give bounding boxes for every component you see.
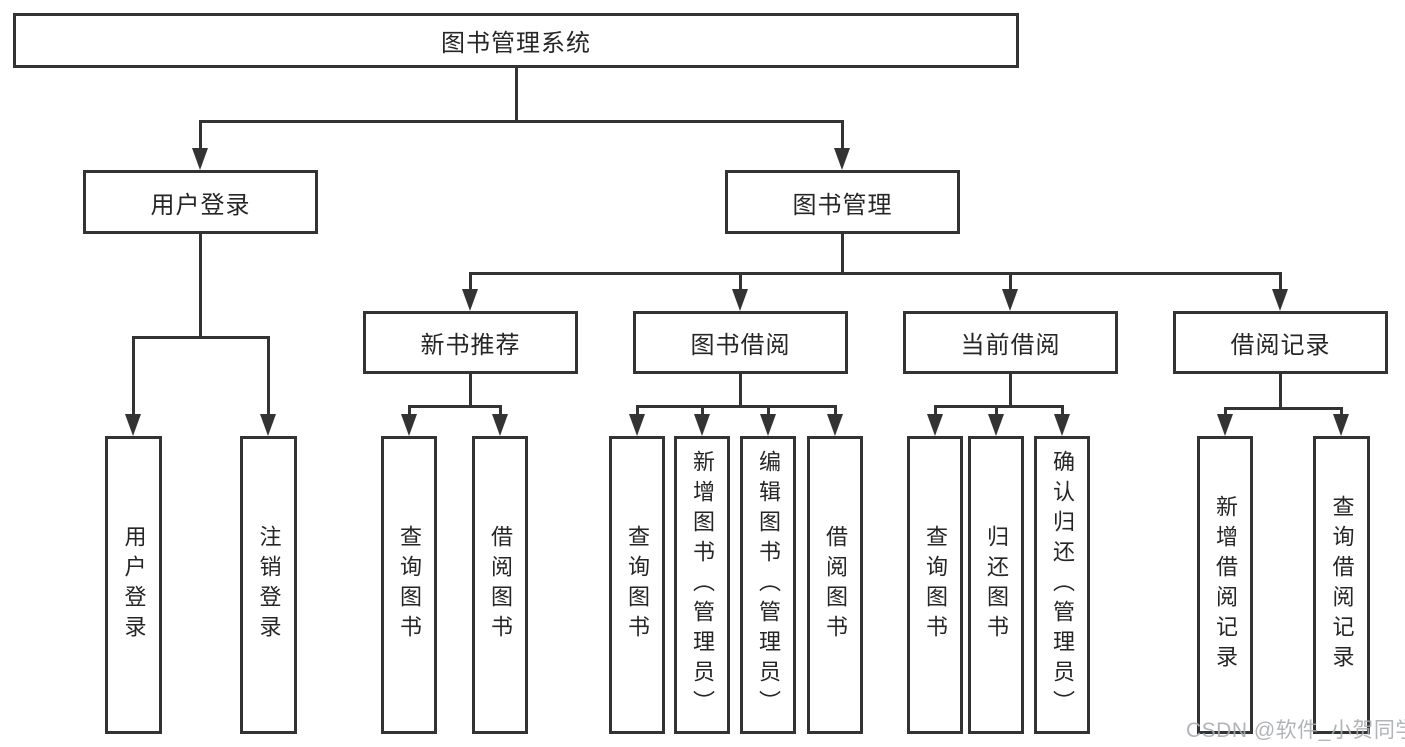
leaf-user-login-label: 用户登录 [121, 525, 147, 645]
leaf-current-confirm: 确认归还（管理员） [1034, 436, 1090, 734]
connector-to-leaf-f2 [1340, 407, 1343, 420]
connector-to-leaf-d4 [834, 405, 837, 420]
arrowhead-leaf-login [125, 414, 141, 436]
arrowhead-records [1272, 289, 1288, 311]
arrowhead-leaf-d4 [827, 414, 843, 436]
node-records-label: 借阅记录 [1230, 332, 1331, 359]
leaf-newbook-borrow-label: 借阅图书 [488, 525, 513, 645]
connector-to-book-mgmt [841, 120, 844, 154]
connector-to-new-book [469, 272, 472, 294]
connector-borrow-splitter [636, 405, 837, 408]
node-book-mgmt-label: 图书管理 [792, 191, 893, 219]
arrowhead-leaf-f2 [1333, 414, 1349, 436]
leaf-newbook-borrow: 借阅图书 [472, 436, 528, 734]
arrowhead-leaf-e1 [927, 414, 943, 436]
connector-new-book-drop [469, 373, 472, 407]
connector-to-leaf-e1 [934, 405, 937, 420]
leaf-logout-label: 注销登录 [256, 525, 282, 645]
connector-borrow-drop [739, 373, 742, 407]
leaf-current-query: 查询图书 [907, 436, 963, 734]
node-new-book-label: 新书推荐 [420, 332, 521, 359]
connector-to-leaf-d2 [701, 405, 704, 420]
leaf-current-return: 归还图书 [968, 436, 1024, 734]
leaf-current-return-label: 归还图书 [984, 525, 1009, 645]
leaf-current-query-label: 查询图书 [923, 525, 948, 645]
arrowhead-borrow [732, 289, 748, 311]
arrowhead-leaf-f1 [1217, 414, 1233, 436]
connector-to-current [1009, 272, 1012, 294]
arrowhead-leaf-e3 [1054, 414, 1070, 436]
connector-to-leaf-d3 [767, 405, 770, 420]
leaf-borrow-edit-label: 编辑图书（管理员） [756, 450, 781, 720]
arrowhead-leaf-logout [260, 414, 276, 436]
node-new-book: 新书推荐 [363, 311, 578, 374]
connector-records-splitter [1224, 407, 1343, 410]
leaf-borrow-query-label: 查询图书 [625, 525, 650, 645]
connector-to-leaf-e2 [995, 405, 998, 420]
connector-user-login-drop [199, 232, 202, 338]
connector-to-leaf-login [132, 336, 135, 418]
arrowhead-leaf-c1 [401, 414, 417, 436]
arrowhead-leaf-c2 [492, 414, 508, 436]
connector-current-drop [1009, 373, 1012, 407]
connector-level2-splitter [199, 120, 844, 123]
arrowhead-book-mgmt [834, 148, 850, 170]
arrowhead-leaf-d1 [629, 414, 645, 436]
leaf-newbook-query-label: 查询图书 [397, 525, 422, 645]
leaf-records-add: 新增借阅记录 [1197, 436, 1253, 734]
connector-level3-splitter [469, 272, 1282, 275]
leaf-records-query: 查询借阅记录 [1313, 436, 1370, 734]
connector-to-leaf-c2 [499, 405, 502, 420]
leaf-logout: 注销登录 [240, 436, 297, 734]
arrowhead-leaf-d2 [694, 414, 710, 436]
connector-user-login-splitter [132, 336, 270, 339]
connector-book-mgmt-drop [841, 232, 844, 274]
connector-current-splitter [934, 405, 1064, 408]
node-root-label: 图书管理系统 [441, 30, 591, 57]
connector-to-leaf-d1 [636, 405, 639, 420]
connector-to-user-login [199, 120, 202, 154]
connector-to-leaf-logout [267, 336, 270, 418]
connector-to-records [1279, 272, 1282, 294]
arrowhead-user-login [192, 148, 208, 170]
arrowhead-new-book [462, 289, 478, 311]
arrowhead-leaf-e2 [988, 414, 1004, 436]
arrowhead-leaf-d3 [760, 414, 776, 436]
connector-to-borrow [739, 272, 742, 294]
leaf-newbook-query: 查询图书 [381, 436, 437, 734]
leaf-borrow-add-label: 新增图书（管理员） [690, 450, 715, 720]
node-borrow-label: 图书借阅 [690, 332, 791, 359]
node-records: 借阅记录 [1173, 311, 1388, 374]
watermark: CSDN @软件_小贺同学 [1186, 719, 1405, 742]
leaf-user-login: 用户登录 [105, 436, 162, 734]
node-root: 图书管理系统 [13, 13, 1019, 68]
connector-records-drop [1279, 373, 1282, 409]
node-book-mgmt: 图书管理 [725, 170, 960, 234]
leaf-borrow-borrow: 借阅图书 [807, 436, 863, 734]
leaf-records-query-label: 查询借阅记录 [1329, 495, 1355, 675]
node-borrow: 图书借阅 [633, 311, 848, 374]
connector-new-book-splitter [408, 405, 502, 408]
leaf-borrow-edit: 编辑图书（管理员） [740, 436, 796, 734]
connector-to-leaf-f1 [1224, 407, 1227, 420]
leaf-records-add-label: 新增借阅记录 [1213, 495, 1238, 675]
node-current: 当前借阅 [903, 311, 1118, 374]
connector-to-leaf-e3 [1061, 405, 1064, 420]
node-user-login: 用户登录 [83, 170, 318, 234]
node-current-label: 当前借阅 [960, 332, 1061, 359]
leaf-borrow-borrow-label: 借阅图书 [823, 525, 848, 645]
arrowhead-current [1002, 289, 1018, 311]
connector-to-leaf-c1 [408, 405, 411, 420]
connector-root-drop [515, 66, 518, 122]
node-user-login-label: 用户登录 [150, 191, 251, 219]
leaf-borrow-add: 新增图书（管理员） [674, 436, 730, 734]
leaf-borrow-query: 查询图书 [609, 436, 665, 734]
leaf-current-confirm-label: 确认归还（管理员） [1050, 450, 1075, 720]
